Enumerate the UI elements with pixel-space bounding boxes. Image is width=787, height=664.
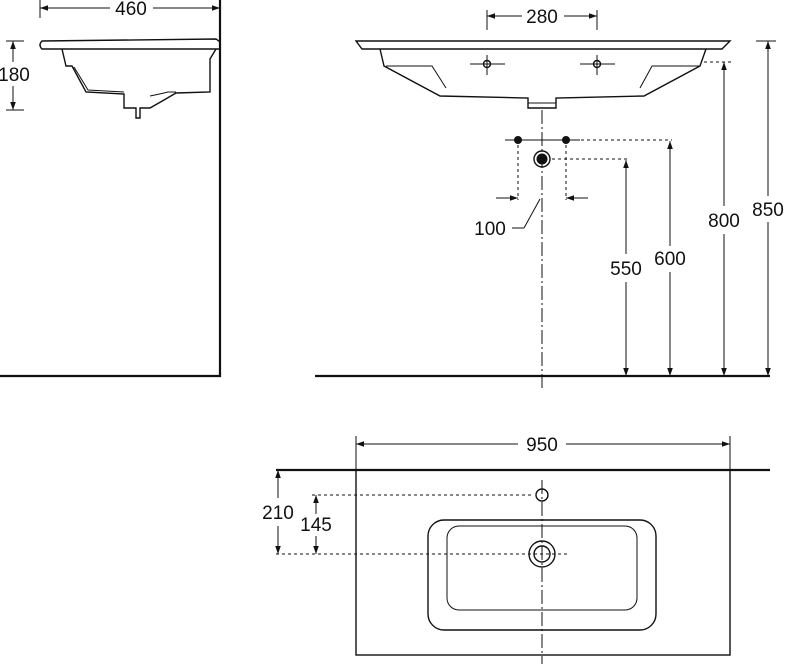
top-basin-outline — [355, 469, 731, 656]
basin-top-label: 800 — [708, 211, 740, 232]
front-basin-body — [379, 48, 707, 109]
side-height-label: 180 — [0, 65, 30, 86]
top-view: 950 210 145 — [262, 435, 770, 664]
tap-offset-total-label: 210 — [262, 503, 294, 524]
side-basin-inner — [73, 66, 176, 97]
front-basin-rim — [354, 40, 732, 50]
overall-height-label: 850 — [752, 200, 784, 221]
side-basin-bowl — [61, 48, 217, 119]
side-width-label: 460 — [115, 0, 147, 20]
side-view: 460 180 — [0, 0, 222, 378]
side-basin-rim — [39, 38, 221, 50]
front-basin-inner — [386, 65, 700, 89]
drain-spacing-leader — [523, 198, 541, 229]
supply-height-label: 600 — [654, 249, 686, 270]
top-width-label: 950 — [526, 435, 558, 456]
drain-inner — [536, 153, 548, 165]
tap-offset-drain-label: 145 — [300, 515, 332, 536]
front-view: 280 100 550 600 800 — [315, 7, 784, 390]
tap-spacing-label: 280 — [526, 7, 558, 28]
drain-height-label: 550 — [610, 259, 642, 280]
drain-outer — [533, 150, 551, 168]
drain-spacing-label: 100 — [474, 219, 506, 240]
